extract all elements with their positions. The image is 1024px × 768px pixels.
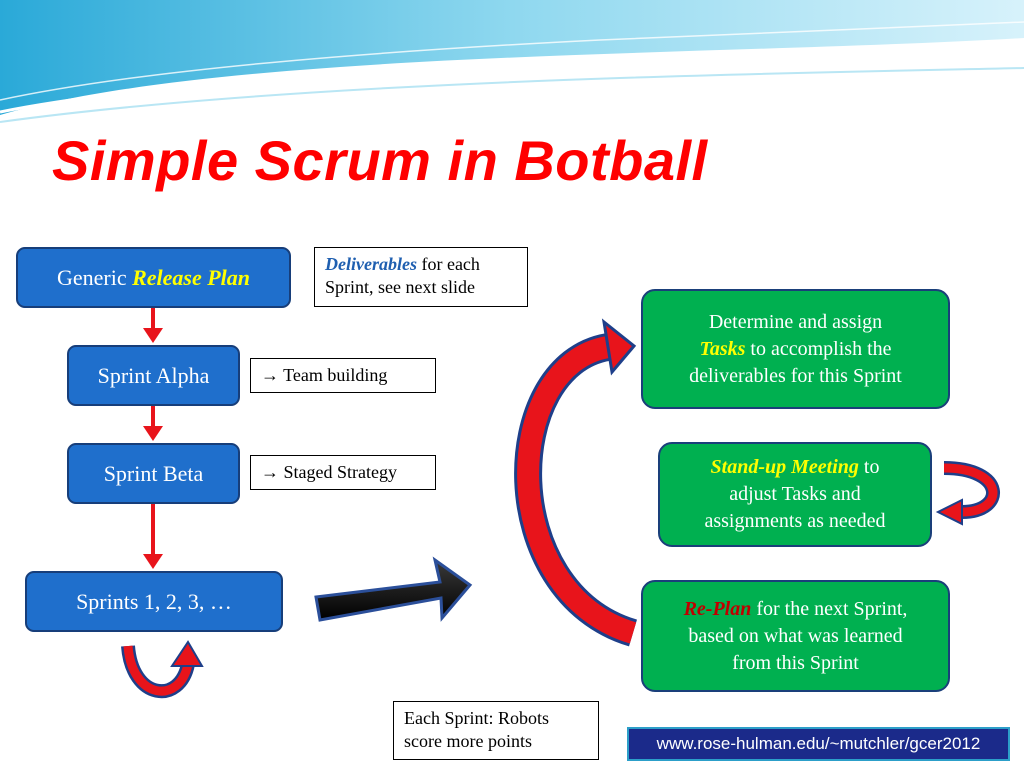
flow-arrow-beta-to-sprints [143, 504, 163, 569]
replan-highlight: Re-Plan [683, 597, 752, 620]
wave-line [0, 67, 1024, 123]
standup-meeting-box: Stand-up Meeting to adjust Tasks and ass… [658, 442, 932, 547]
wave-line [0, 42, 1024, 114]
flow-arrow-alpha-to-beta [143, 406, 163, 441]
flow-arrow-release-to-alpha [143, 308, 163, 343]
deliverables-line-2: Sprint, see next slide [325, 277, 475, 297]
standup-line-2: adjust Tasks and [729, 483, 861, 505]
replan-line-3: from this Sprint [732, 651, 859, 674]
replan-line-2: based on what was learned [688, 624, 903, 647]
sprint-alpha-label: Sprint Alpha [97, 362, 210, 388]
each-sprint-line-1: Each Sprint: Robots [404, 708, 549, 728]
team-building-label: → Team building [261, 365, 388, 385]
each-sprint-note: Each Sprint: Robots score more points [393, 701, 599, 760]
determine-line-2: to accomplish the [745, 337, 892, 360]
standup-highlight: Stand-up Meeting [710, 456, 859, 478]
sprints-label: Sprints 1, 2, 3, … [76, 589, 232, 614]
header-waves [0, 0, 1024, 123]
each-sprint-line-2: score more points [404, 731, 532, 751]
staged-strategy-label: → Staged Strategy [261, 462, 397, 482]
sprints-box: Sprints 1, 2, 3, … [25, 571, 283, 632]
release-plan-prefix: Generic [56, 264, 133, 290]
sprint-beta-box: Sprint Beta [67, 443, 240, 504]
determine-tasks-box: Determine and assign Tasks to accomplish… [641, 289, 950, 409]
block-arrow-icon [314, 556, 473, 622]
deliverables-highlight: Deliverables [325, 254, 417, 274]
team-building-note: → Team building [250, 358, 436, 393]
slide-title: Simple Scrum in Botball [52, 129, 708, 192]
determine-line-3: deliverables for this Sprint [689, 364, 902, 387]
determine-line-1: Determine and assign [708, 310, 883, 333]
staged-strategy-note: → Staged Strategy [250, 455, 436, 490]
loop-arrow-icon [935, 461, 1000, 526]
replan-line-1: for the next Sprint, [751, 597, 908, 620]
wave-line [0, 21, 1024, 101]
sprint-beta-label: Sprint Beta [103, 460, 204, 486]
replan-box: Re-Plan for the next Sprint, based on wh… [641, 580, 950, 692]
standup-line-3: assignments as needed [704, 510, 886, 532]
release-plan-highlight: Release Plan [132, 264, 251, 290]
sprint-alpha-box: Sprint Alpha [67, 345, 240, 406]
wave-band [0, 0, 1024, 115]
release-plan-box: Generic Release Plan [16, 247, 291, 308]
deliverables-text: for each [416, 254, 480, 274]
standup-line-1: to [858, 456, 880, 478]
footer-url[interactable]: www.rose-hulman.edu/~mutchler/gcer2012 [627, 727, 1010, 761]
repeat-arrow-icon [121, 640, 204, 699]
tasks-highlight: Tasks [699, 337, 746, 360]
deliverables-note: Deliverables for each Sprint, see next s… [314, 247, 528, 307]
cycle-arrow-icon [514, 318, 638, 647]
